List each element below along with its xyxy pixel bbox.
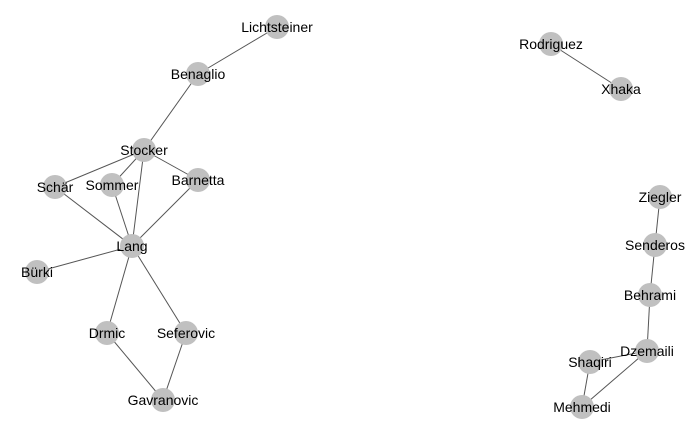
- node-circle: [186, 168, 210, 192]
- node-dzemaili: Dzemaili: [620, 339, 674, 363]
- node-stocker: Stocker: [120, 138, 168, 162]
- edge-dzemaili-mehmedi: [581, 350, 648, 408]
- node-schar: Schär: [37, 175, 74, 199]
- node-label: Bürki: [21, 264, 53, 280]
- node-barnetta: Barnetta: [172, 168, 225, 192]
- edges-layer: [36, 26, 661, 408]
- node-circle: [43, 175, 67, 199]
- node-behrami: Behrami: [624, 283, 676, 307]
- node-rodriguez: Rodriguez: [519, 32, 583, 56]
- node-label: Stocker: [120, 142, 168, 158]
- node-label: Xhaka: [601, 81, 641, 97]
- node-circle: [635, 339, 659, 363]
- node-circle: [151, 388, 175, 412]
- edge-stocker-lang: [131, 149, 145, 247]
- node-ziegler: Ziegler: [639, 185, 682, 209]
- node-label: Senderos: [625, 237, 685, 253]
- edge-lang-burki: [36, 245, 133, 273]
- node-label: Mehmedi: [553, 399, 611, 415]
- node-drmic: Drmic: [89, 321, 126, 345]
- edge-schar-lang: [54, 186, 133, 247]
- node-senderos: Senderos: [625, 233, 685, 257]
- node-circle: [643, 233, 667, 257]
- edge-lang-seferovic: [131, 245, 187, 334]
- edge-drmic-gavranovic: [106, 332, 164, 401]
- node-label: Behrami: [624, 287, 676, 303]
- node-lang: Lang: [116, 234, 148, 258]
- node-lichtsteiner: Lichtsteiner: [241, 15, 313, 39]
- node-circle: [638, 283, 662, 307]
- node-label: Barnetta: [172, 172, 225, 188]
- node-label: Lang: [116, 238, 147, 254]
- node-circle: [265, 15, 289, 39]
- node-label: Rodriguez: [519, 36, 583, 52]
- node-sommer: Sommer: [86, 173, 139, 197]
- node-mehmedi: Mehmedi: [553, 395, 611, 419]
- node-gavranovic: Gavranovic: [128, 388, 199, 412]
- node-circle: [95, 321, 119, 345]
- node-circle: [609, 77, 633, 101]
- node-circle: [100, 173, 124, 197]
- node-burki: Bürki: [21, 260, 53, 284]
- node-circle: [578, 350, 602, 374]
- node-circle: [539, 32, 563, 56]
- node-circle: [25, 260, 49, 284]
- node-label: Ziegler: [639, 189, 682, 205]
- node-label: Schär: [37, 179, 74, 195]
- node-xhaka: Xhaka: [601, 77, 641, 101]
- node-label: Gavranovic: [128, 392, 199, 408]
- edge-benaglio-stocker: [143, 73, 199, 151]
- node-label: Drmic: [89, 325, 126, 341]
- node-seferovic: Seferovic: [157, 321, 215, 345]
- edge-barnetta-lang: [131, 179, 199, 247]
- node-circle: [570, 395, 594, 419]
- node-circle: [120, 234, 144, 258]
- edge-stocker-schar: [54, 149, 145, 188]
- node-circle: [132, 138, 156, 162]
- edge-lichtsteiner-benaglio: [197, 26, 278, 75]
- edge-lang-drmic: [106, 245, 133, 334]
- node-benaglio: Benaglio: [171, 62, 226, 86]
- edge-rodriguez-xhaka: [550, 43, 622, 90]
- node-label: Seferovic: [157, 325, 215, 341]
- node-circle: [174, 321, 198, 345]
- node-label: Sommer: [86, 177, 139, 193]
- node-label: Dzemaili: [620, 343, 674, 359]
- node-shaqiri: Shaqiri: [568, 350, 612, 374]
- node-circle: [648, 185, 672, 209]
- node-label: Lichtsteiner: [241, 19, 313, 35]
- node-label: Shaqiri: [568, 354, 612, 370]
- node-circle: [186, 62, 210, 86]
- node-label: Benaglio: [171, 66, 226, 82]
